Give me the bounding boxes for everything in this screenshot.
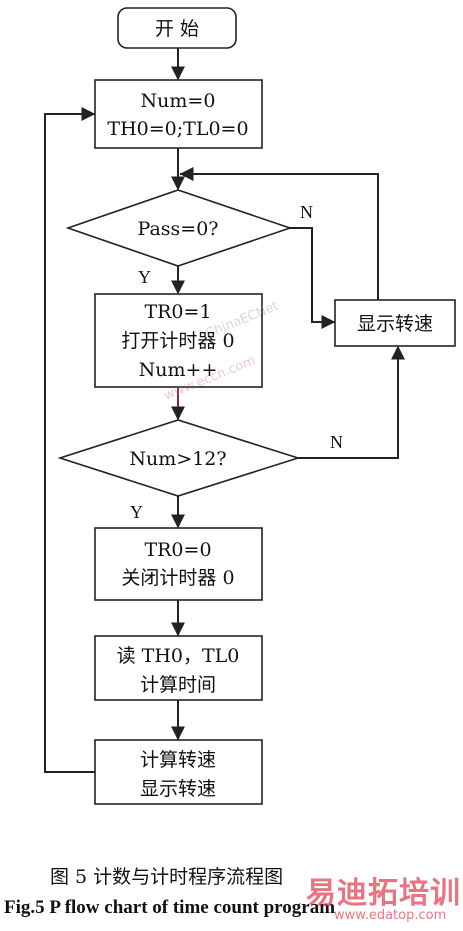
edge-pass-no — [290, 227, 336, 329]
start-label: 开 始 — [155, 18, 199, 40]
num-no-label: N — [330, 432, 343, 452]
num-yes-label: Y — [130, 502, 143, 522]
site-watermark-name: 易迪拓培训 — [306, 876, 461, 911]
site-watermark-url: www.edatop.com — [334, 908, 447, 923]
init-label-1: Num=0 — [141, 90, 216, 112]
num-decision-label: Num>12? — [129, 448, 226, 470]
calc-label-2: 显示转速 — [140, 778, 216, 800]
caption-english: Fig.5 P flow chart of time count program — [4, 897, 336, 918]
stop-timer-box — [94, 527, 263, 601]
init-label-2: TH0=0;TL0=0 — [107, 118, 248, 140]
stop-timer-label-1: TR0=0 — [144, 539, 211, 561]
edge-show-loop — [180, 173, 379, 300]
start-timer-label-3: Num++ — [139, 359, 218, 381]
calc-box — [94, 739, 263, 805]
edge-calc-loop — [44, 107, 96, 773]
start-timer-label-2: 打开计时器 0 — [121, 330, 234, 352]
pass-yes-label: Y — [138, 267, 151, 287]
start-timer-label-1: TR0=1 — [144, 301, 211, 323]
calc-label-1: 计算转速 — [140, 749, 216, 771]
show-speed-label: 显示转速 — [357, 313, 433, 335]
caption-chinese: 图 5 计数与计时程序流程图 — [50, 866, 284, 888]
edge-num-no — [298, 345, 405, 459]
show-speed-box — [334, 299, 456, 347]
read-label-2: 计算时间 — [140, 674, 216, 696]
read-label-1: 读 TH0，TL0 — [117, 645, 240, 667]
pass-no-label: N — [300, 202, 313, 222]
pass-decision-label: Pass=0? — [138, 218, 219, 240]
site-watermark: 易迪拓培训 www.edatop.com — [304, 862, 460, 928]
stop-timer-label-2: 关闭计时器 0 — [121, 567, 234, 589]
init-box — [94, 79, 263, 149]
read-box — [94, 635, 263, 701]
flowchart: 开 始 Num=0 TH0=0;TL0=0 Pass=0? TR0=1 打开计时… — [44, 7, 456, 805]
